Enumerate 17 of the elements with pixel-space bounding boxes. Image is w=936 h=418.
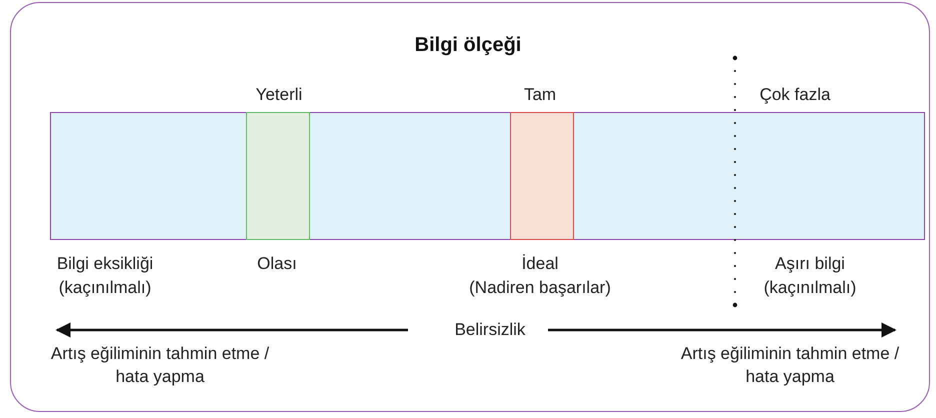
scale-label: Belirsizlik (454, 319, 526, 341)
range-box (246, 112, 310, 240)
title: Bilgi ölçeği (414, 34, 522, 57)
scale-label: İdeal (522, 253, 558, 275)
scale-label: Yeterli (256, 84, 302, 106)
scale-label: (kaçınılmalı) (58, 277, 152, 299)
scale-label: Aşırı bilgi (775, 253, 845, 275)
scale-bar (50, 112, 925, 240)
scale-label: Olası (257, 253, 297, 275)
scale-label: Bilgi eksikliği (56, 253, 154, 275)
scale-label: (kaçınılmalı) (764, 277, 856, 299)
scale-label: Artış eğiliminin tahmin etme / hata yapma (50, 343, 270, 388)
scale-label: (Nadiren başarılar) (469, 277, 611, 299)
scale-label: Artış eğiliminin tahmin etme / hata yapma (680, 343, 900, 388)
scale-label: Çok fazla (760, 84, 830, 106)
scale-label: Tam (524, 84, 556, 106)
range-box (510, 112, 574, 240)
